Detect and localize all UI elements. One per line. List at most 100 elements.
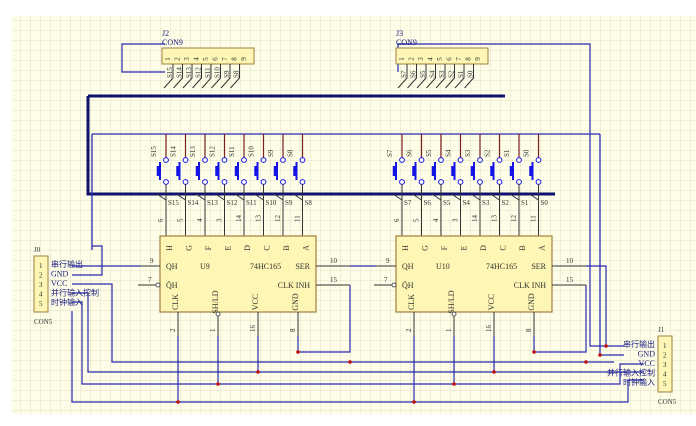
connector-pin-number: 7 — [455, 57, 463, 61]
switch-contact — [399, 157, 405, 163]
connector-pin-number: 6 — [446, 57, 454, 61]
bus-entry — [273, 193, 284, 201]
chip-pin-name: E — [224, 245, 233, 250]
junction-dot — [348, 360, 352, 364]
connector-net-label: S2 — [448, 70, 456, 78]
switch-contact — [163, 179, 169, 185]
connector-pin-number: 5 — [39, 300, 43, 308]
switch-contact — [399, 179, 405, 185]
connector-net-label: S12 — [195, 67, 203, 78]
switch-net-label: S14 — [188, 199, 199, 207]
chip-pin-name: SH/LD — [211, 290, 220, 313]
chip-part-number: 74HC165 — [486, 262, 517, 271]
connector-signal-label: 时钟输入 — [623, 377, 655, 387]
switch-contact — [280, 157, 286, 163]
switch-net-label: S12 — [227, 199, 238, 207]
connector-signal-label: GND — [51, 270, 69, 279]
chip-pin-name: VCC — [251, 294, 260, 310]
chip-pin-name: A — [302, 245, 311, 251]
chip-pin-number: 14 — [471, 215, 479, 223]
connector-pin-line — [230, 64, 240, 89]
switch-label: S7 — [386, 149, 394, 157]
connector-pin-number: 2 — [174, 57, 182, 61]
chip-pin-name: CLK INH — [278, 281, 310, 290]
connector-signal-label: 并行输入控制 — [51, 288, 99, 298]
chip-pin-name: VCC — [487, 294, 496, 310]
junction-dot — [584, 360, 588, 364]
connector-type: CON9 — [396, 38, 417, 47]
chip-pin-number: 12 — [510, 215, 518, 223]
chip-pin-number: 11 — [294, 215, 302, 222]
gnd-bus — [72, 283, 614, 363]
connector-pin-number: 9 — [240, 57, 248, 61]
connector-pin-line — [435, 64, 446, 89]
chip-pin-name: D — [479, 245, 488, 251]
chip-pin-number: 3 — [452, 218, 460, 222]
connector-pin-number: 5 — [663, 380, 667, 388]
switch-contact — [241, 157, 247, 163]
connector-net-label: S9 — [223, 70, 231, 78]
chip-pin-name: H — [401, 245, 410, 251]
chip-pin-number: 15 — [566, 276, 574, 284]
chip-pin-number: 8 — [289, 328, 297, 332]
clock-bus — [71, 311, 644, 403]
junction-dot — [296, 350, 300, 354]
connector-pin-line — [173, 64, 183, 89]
connector-pin-line — [416, 64, 427, 89]
switch-label: S6 — [406, 149, 414, 157]
connector-pin-line — [211, 64, 221, 89]
connector-net-label: S11 — [204, 67, 212, 78]
switch-label: S5 — [425, 149, 433, 157]
switch-contact — [260, 179, 267, 185]
chip-pin-name: GND — [291, 293, 300, 311]
chip-pin-name: G — [421, 245, 430, 251]
connector-pin-number: 8 — [231, 57, 239, 61]
switch-label: S14 — [170, 146, 178, 157]
switch-label: S13 — [189, 146, 197, 157]
connector-pin-line — [464, 64, 474, 89]
connector-pin-number: 3 — [39, 281, 43, 289]
bus-entry — [254, 193, 264, 201]
chip-pin-name: A — [538, 245, 547, 251]
chip-pin-number: 16 — [249, 325, 257, 333]
connector-pin-number: 4 — [39, 291, 43, 299]
switch-contact — [182, 157, 189, 163]
chip-pin-number: 2 — [405, 328, 413, 332]
switch-contact — [535, 179, 542, 185]
chip-pin-number: 4 — [432, 218, 440, 222]
connector-pin-number: 2 — [408, 57, 416, 61]
bus-entry — [431, 193, 442, 201]
chip-pin-number: 13 — [255, 215, 263, 223]
junction-dot — [452, 382, 456, 386]
connector-net-label: S7 — [400, 70, 408, 78]
chip-body — [395, 235, 553, 313]
chip-pin-number: 5 — [413, 218, 421, 222]
chip-pin-name: CLK — [171, 294, 180, 310]
bus-entry — [176, 193, 186, 201]
chip-pin-name: B — [518, 245, 527, 250]
junction-dot — [176, 400, 180, 404]
chip-pin-number: 6 — [157, 218, 165, 222]
connector-signal-label: 时钟输入 — [51, 297, 83, 307]
chip-pin-name: CLK — [407, 294, 416, 310]
connector-pin-line — [192, 64, 202, 89]
connector-designator: J2 — [162, 29, 169, 38]
connector-pin-number: 5 — [436, 57, 444, 61]
connector-signal-label: VCC — [51, 279, 67, 288]
connector-pin-number: 9 — [474, 57, 482, 61]
switch-contact — [496, 157, 503, 163]
chip-pin-number: 10 — [566, 257, 574, 265]
connector-net-label: S14 — [176, 67, 184, 78]
connector-pin-line — [407, 64, 417, 89]
connector-pin-line — [454, 64, 465, 89]
switch-label: S2 — [484, 149, 492, 157]
switch-contact — [496, 179, 503, 185]
switch-contact — [516, 179, 522, 185]
switch-contact — [438, 179, 444, 185]
switch-net-label: S0 — [541, 199, 549, 207]
connector-pin-line — [182, 64, 193, 89]
switch-contact — [221, 157, 228, 163]
chip-pin-name: F — [440, 245, 449, 250]
junction-dot — [412, 400, 416, 404]
